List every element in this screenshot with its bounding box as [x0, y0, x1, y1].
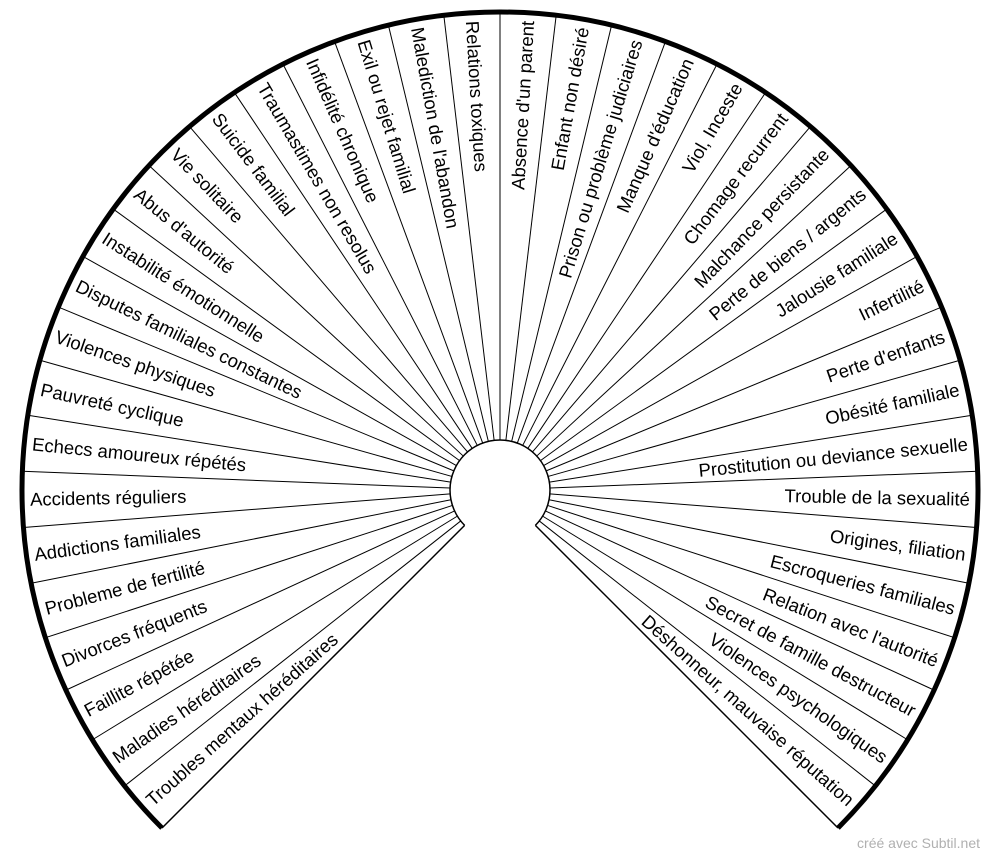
sector-label: Prostitution ou deviance sexuelle [698, 433, 969, 480]
divider-line [124, 520, 462, 787]
divider-line [148, 165, 464, 457]
sector-label: Absence d'un parent [507, 20, 538, 190]
divider-line [505, 15, 557, 441]
sector-label: Malediction de l'abandon [407, 25, 464, 230]
divider-line [23, 493, 451, 528]
divider-line [511, 25, 613, 442]
divider-line [542, 515, 908, 741]
divider-line [549, 493, 977, 528]
divider-line [548, 499, 969, 584]
sector-label: Pauvreté cyclique [39, 379, 186, 431]
sector-label: Enfant non désiré [547, 25, 593, 171]
divider-line [112, 208, 460, 462]
divider-line [549, 470, 978, 489]
divider-line [547, 504, 955, 639]
divider-line [161, 524, 466, 829]
divider-line [234, 92, 473, 449]
sector-label: Addictions familiales [33, 521, 202, 565]
divider-line [334, 41, 484, 444]
divider-line [540, 208, 888, 462]
divider-line [536, 165, 852, 457]
divider-line [82, 256, 457, 467]
divider-line [516, 41, 666, 444]
sector-label: Perte d'enfants [824, 326, 948, 386]
divider-line [545, 510, 935, 691]
sector-label: Obésité familiale [823, 379, 961, 429]
inner-arc [449, 439, 551, 526]
divider-line [538, 520, 876, 787]
divider-line [22, 470, 451, 489]
divider-line [58, 306, 455, 472]
outer-arc [19, 9, 981, 830]
divider-line [39, 359, 453, 477]
divider-line [27, 414, 451, 483]
divider-line [522, 63, 718, 446]
divider-line [545, 306, 942, 472]
divider-line [534, 524, 839, 829]
divider-line [532, 126, 811, 453]
divider-line [282, 63, 478, 446]
divider-line [543, 256, 918, 467]
divider-line [65, 510, 455, 691]
divider-line [189, 126, 468, 453]
divider-line [443, 15, 495, 441]
divider-line [387, 25, 489, 442]
sector-label: Accidents réguliers [30, 486, 187, 510]
sector-label: Trouble de la sexualité [784, 485, 970, 510]
sector-label: Relations toxiques [462, 20, 492, 172]
sector-label: Echecs amoureux répétés [31, 433, 247, 475]
sector-label: Chomage recurrent [679, 109, 792, 249]
sector-label: Origines, filiation [829, 525, 967, 565]
divider-line [45, 504, 453, 639]
divider-line [547, 359, 961, 477]
credit-text: créé avec Subtil.net [857, 835, 980, 851]
divider-lines [22, 12, 978, 829]
divider-line [527, 92, 766, 449]
divider-line [31, 499, 452, 584]
divider-line [92, 515, 458, 741]
divider-line [549, 414, 973, 483]
